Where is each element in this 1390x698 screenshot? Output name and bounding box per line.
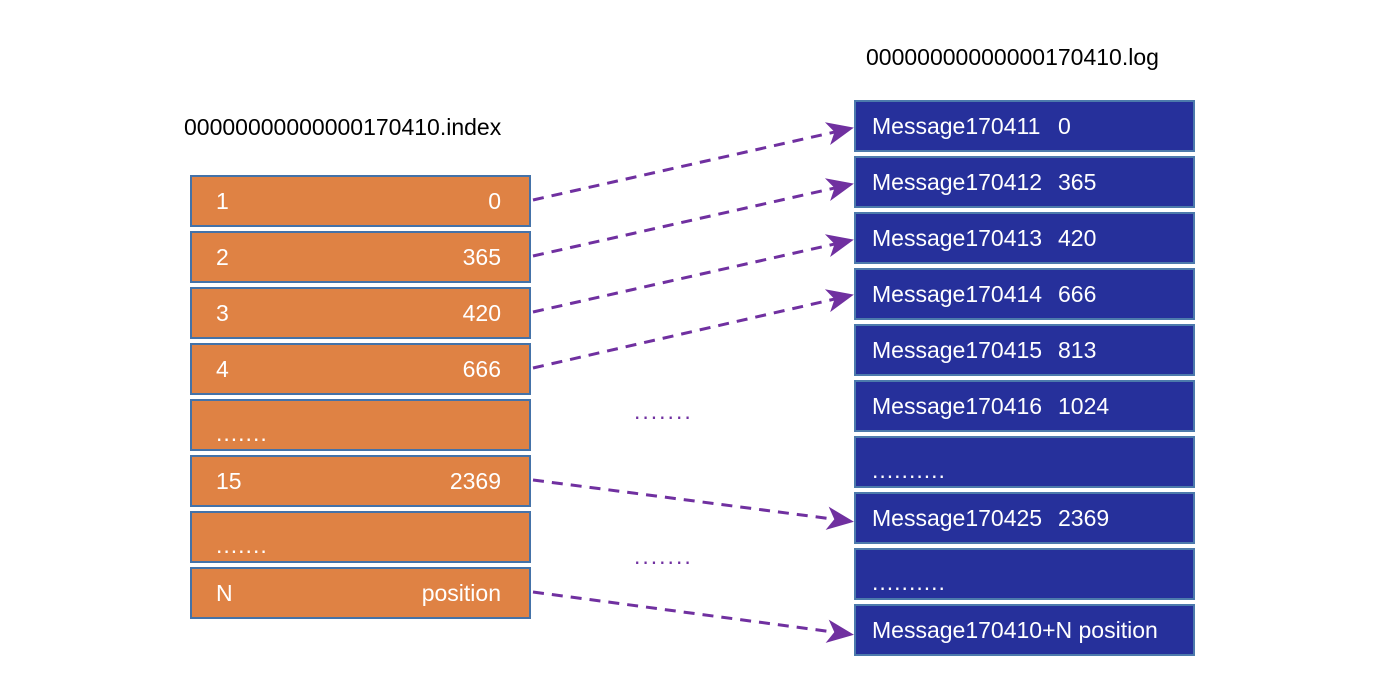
index-table: 1 0 2 365 3 420 4 666 ....... 15 2369 ..… [190,175,531,619]
log-position-cell: 0 [1058,112,1071,139]
log-table-ellipsis-row: .......... [854,548,1195,600]
index-ellipsis: ....... [216,419,268,446]
index-position-cell: 420 [462,299,501,326]
log-message-cell: Message170414 [872,280,1043,307]
arrow-index15-to-log170425 [532,478,854,530]
arrow-index3-to-log3 [532,234,854,314]
index-file-title: 00000000000000170410.index [184,114,502,140]
index-table-row: 2 365 [190,231,531,283]
middle-ellipsis-upper: ....... [634,398,693,424]
log-file-title: 00000000000000170410.log [866,44,1159,70]
index-table-row: 1 0 [190,175,531,227]
log-ellipsis: .......... [872,568,946,595]
log-position-cell: 1024 [1058,392,1110,419]
index-table-row: 15 2369 [190,455,531,507]
log-table-row: Message170414 666 [854,268,1195,320]
index-table-row: N position [190,567,531,619]
index-position-cell: 365 [462,243,501,270]
index-offset-cell: 15 [216,467,242,494]
log-message-cell: Message170425 [872,504,1043,531]
log-message-cell: Message170413 [872,224,1043,251]
log-table: Message170411 0 Message170412 365 Messag… [854,100,1195,656]
log-table-ellipsis-row: .......... [854,436,1195,488]
log-table-row: Message170412 365 [854,156,1195,208]
index-offset-cell: 3 [216,299,229,326]
log-message-cell: Message170416 [872,392,1043,419]
arrow-index4-to-log4 [532,289,854,370]
log-table-row: Message170410+N position [854,604,1195,656]
index-position-cell: 2369 [449,467,501,494]
log-table-row: Message170416 1024 [854,380,1195,432]
index-position-cell: position [421,579,501,606]
index-offset-cell: 2 [216,243,229,270]
log-ellipsis: .......... [872,456,946,483]
log-position-cell: 666 [1058,280,1097,307]
arrow-index1-to-log1 [532,122,854,202]
index-table-row: 3 420 [190,287,531,339]
log-message-cell: Message170410+N position [872,616,1158,643]
log-message-cell: Message170412 [872,168,1043,195]
index-table-row: 4 666 [190,343,531,395]
index-ellipsis: ....... [216,531,268,558]
log-message-cell: Message170415 [872,336,1043,363]
log-table-row: Message170413 420 [854,212,1195,264]
arrow-indexN-to-log170410N [532,590,854,643]
index-position-cell: 666 [462,355,501,382]
arrow-index2-to-log2 [532,178,854,258]
log-message-cell: Message170411 [872,112,1041,139]
log-position-cell: 2369 [1058,504,1110,531]
index-offset-cell: 1 [216,187,229,214]
index-offset-cell: N [216,579,233,606]
middle-ellipsis-lower: ....... [634,543,693,569]
index-position-cell: 0 [488,187,501,214]
log-table-row: Message170411 0 [854,100,1195,152]
log-position-cell: 813 [1058,336,1097,363]
log-position-cell: 365 [1058,168,1097,195]
log-table-row: Message170425 2369 [854,492,1195,544]
index-offset-cell: 4 [216,355,229,382]
index-table-ellipsis-row: ....... [190,399,531,451]
index-table-ellipsis-row: ....... [190,511,531,563]
log-position-cell: 420 [1058,224,1097,251]
log-table-row: Message170415 813 [854,324,1195,376]
